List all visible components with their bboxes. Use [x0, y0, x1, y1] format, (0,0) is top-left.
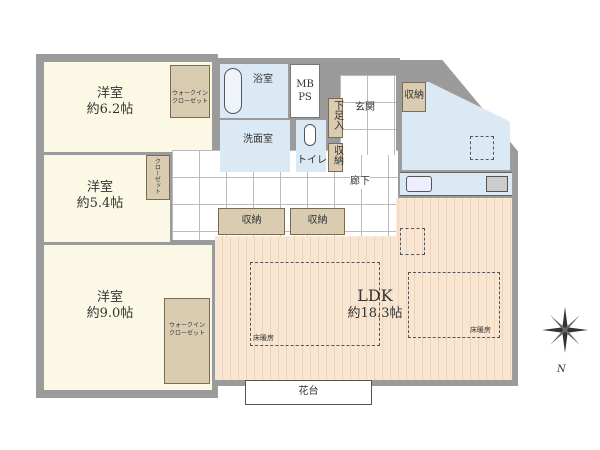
entry-storage: [402, 82, 426, 112]
shoe-cabinet-label: 下足入: [331, 100, 343, 130]
entrance: [340, 75, 396, 155]
hatch-dashed: [470, 136, 494, 160]
storage-small-label: 収納: [331, 145, 343, 165]
storage-1-label: 収納: [241, 215, 262, 226]
compass-icon: [542, 307, 588, 353]
bedroom-2-label: 洋室約5.4帖: [76, 180, 124, 212]
bathroom-label: 浴室: [253, 74, 273, 85]
bedroom-3-label: 洋室約9.0帖: [86, 290, 134, 322]
flower-stand-label: 花台: [298, 386, 319, 397]
toilet-icon: [304, 124, 316, 146]
mbps: [290, 64, 320, 118]
walk-in-closet-2: [164, 298, 210, 384]
storage-2: [290, 208, 345, 235]
compass-north-label: N: [557, 364, 566, 375]
mbps-label: MB PS: [296, 79, 314, 103]
floor-heating-area-1: [250, 262, 380, 346]
walk-in-closet-2-label: ウォークイン クローゼット: [168, 322, 205, 338]
column-dashed: [400, 228, 425, 255]
sink-icon: [406, 176, 432, 192]
walk-in-closet-1: [170, 65, 210, 118]
toilet-label: トイレ: [297, 155, 327, 166]
storage-2-label: 収納: [307, 215, 328, 226]
floor-heating-area-2: [408, 272, 500, 338]
floor-heating-2-label: 床暖房: [470, 326, 491, 334]
floor-heating-1-label: 床暖房: [253, 334, 274, 342]
bathtub-icon: [224, 68, 242, 114]
closet: [146, 155, 170, 200]
corridor-label: 廊下: [350, 176, 370, 189]
bedroom-1-label: 洋室約6.2帖: [86, 86, 134, 118]
flower-stand: [245, 380, 372, 405]
entry-storage-label: 収納: [404, 90, 424, 101]
shoe-cabinet: [328, 98, 343, 138]
storage-small: [328, 143, 343, 172]
storage-1: [218, 208, 285, 235]
washroom-label: 洗面室: [243, 134, 273, 145]
walk-in-closet-1-label: ウォークイン クローゼット: [171, 90, 208, 106]
closet-label: クローゼット: [153, 158, 161, 194]
stove-icon: [486, 176, 508, 192]
entrance-label: 玄関: [355, 102, 375, 113]
washroom: [220, 120, 290, 172]
